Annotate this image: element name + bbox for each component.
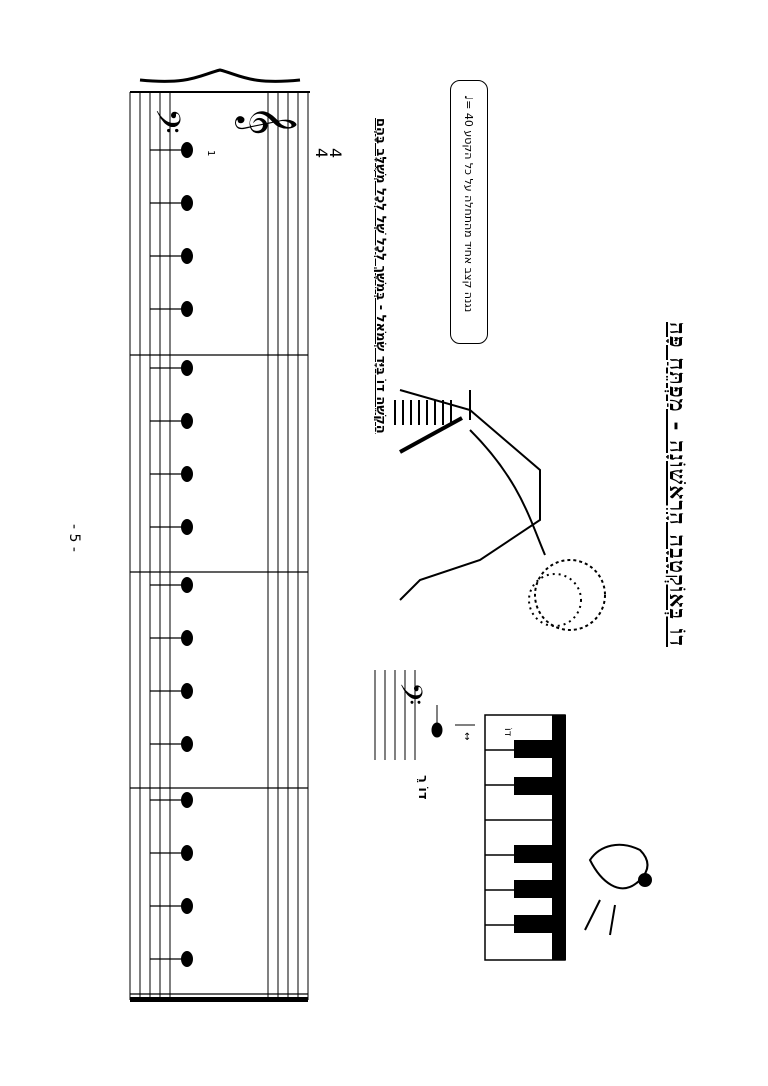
quarter-note: [181, 142, 193, 158]
fingering-number: 1: [205, 150, 216, 156]
quarter-note: [181, 898, 193, 914]
brace: [139, 68, 301, 83]
quarter-note: [181, 792, 193, 808]
final-barline: [130, 997, 308, 1002]
quarter-note: [181, 360, 193, 376]
flute-player-illustration: [394, 389, 606, 631]
svg-text:↕: ↕: [463, 732, 471, 743]
quarter-note: [181, 301, 193, 317]
notes-group: [150, 142, 193, 967]
bird-icon: [584, 843, 652, 936]
time-signature-top: 4: [326, 148, 345, 158]
small-reference-staff: 𝄢 ↕: [374, 670, 475, 760]
time-signature-bottom: 4: [312, 148, 331, 158]
quarter-note: [181, 519, 193, 535]
quarter-note: [181, 466, 193, 482]
quarter-note: [181, 630, 193, 646]
quarter-note: [181, 683, 193, 699]
tempo-box: ♩= 40 נגנה קצב אחיד מהתחלה על כל הקטע: [450, 80, 488, 344]
piano-keyboard-icon: דוֹ: [484, 714, 566, 961]
quarter-note: [181, 248, 193, 264]
grand-staff: 𝄞 𝄢 4 4 1: [129, 68, 345, 1002]
quarter-note: [181, 195, 193, 211]
quarter-note: [181, 736, 193, 752]
quarter-note: [181, 577, 193, 593]
quarter-note: [181, 845, 193, 861]
treble-clef-icon: 𝄞: [235, 105, 297, 136]
keyboard-label: דוֹ: [502, 728, 513, 737]
quarter-note: [181, 951, 193, 967]
quarter-note: [181, 413, 193, 429]
bass-clef-small-icon: 𝄢: [386, 682, 427, 705]
bass-clef-icon: 𝄢: [140, 108, 186, 134]
